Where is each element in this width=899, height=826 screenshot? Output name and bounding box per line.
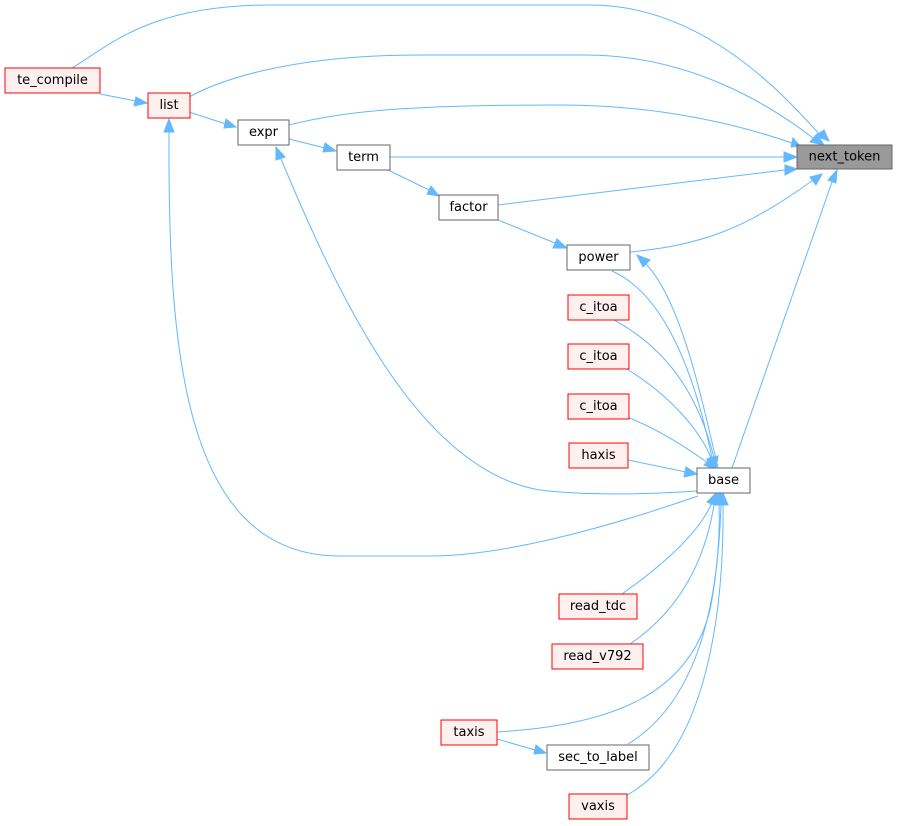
edge-list-to-next_token <box>188 54 814 139</box>
node-box-taxis <box>440 719 498 746</box>
node-box-c_itoa-1 <box>567 294 630 321</box>
edge-sec_to_label-to-base <box>627 504 722 745</box>
arrowhead-base-to-list <box>163 117 175 133</box>
node-factor[interactable]: factor <box>438 194 499 221</box>
arrowhead-term-to-factor <box>426 185 441 197</box>
arrowhead-power-to-next_token <box>809 173 823 186</box>
edge-base-to-list <box>168 130 699 557</box>
edge-c_itoa_3-to-base <box>626 416 709 464</box>
arrowhead-base-to-expr <box>275 145 286 161</box>
node-te_compile[interactable]: te_compile <box>4 67 101 94</box>
edge-term-to-factor <box>387 169 430 191</box>
arrowhead-list-to-expr <box>223 118 238 129</box>
node-box-expr <box>237 119 290 146</box>
node-label-read_v792: read_v792 <box>563 649 631 664</box>
node-label-c_itoa-3: c_itoa <box>579 399 617 414</box>
nodes-layer: next_token te_compile list expr term fac… <box>4 67 893 820</box>
edge-c_itoa_1-to-base <box>613 319 715 459</box>
node-label-te_compile: te_compile <box>17 73 88 88</box>
node-box-factor <box>438 194 499 221</box>
edge-expr-to-term <box>288 138 326 149</box>
node-label-factor: factor <box>449 200 488 215</box>
node-box-list <box>147 92 191 119</box>
arrowhead-factor-to-next_token <box>784 164 799 176</box>
node-label-read_tdc: read_tdc <box>570 599 626 614</box>
edge-c_itoa_2-to-base <box>624 367 713 461</box>
node-box-power <box>566 244 631 271</box>
edge-read_tdc-to-base <box>621 502 713 595</box>
arrowhead-te_compile-to-list <box>133 96 149 107</box>
edge-factor-to-next_token <box>497 169 786 206</box>
node-read_tdc[interactable]: read_tdc <box>558 593 638 620</box>
edge-list-to-expr <box>188 111 227 125</box>
node-label-base: base <box>708 473 739 488</box>
edge-expr-to-next_token <box>288 104 793 144</box>
node-label-term: term <box>348 150 379 165</box>
node-box-read_tdc <box>558 593 638 620</box>
node-box-term <box>336 144 391 171</box>
node-label-haxis: haxis <box>581 448 616 463</box>
edge-read_v792-to-base <box>629 504 715 645</box>
edge-factor-to-power <box>497 219 556 244</box>
node-label-vaxis: vaxis <box>581 799 615 814</box>
arrowhead-te_compile-to-next_token <box>813 129 830 142</box>
node-power[interactable]: power <box>566 244 631 271</box>
edge-te_compile-to-list <box>99 93 137 102</box>
edge-base-to-expr <box>280 158 698 495</box>
node-label-power: power <box>578 250 619 265</box>
arrowhead-haxis-to-base <box>683 466 699 478</box>
node-box-next_token <box>796 144 893 170</box>
node-sec_to_label[interactable]: sec_to_label <box>546 744 650 771</box>
node-term[interactable]: term <box>336 144 391 171</box>
edge-te_compile-to-next_token <box>71 4 821 136</box>
node-haxis[interactable]: haxis <box>568 442 629 469</box>
node-box-c_itoa-2 <box>567 343 630 370</box>
edges-layer <box>71 4 833 796</box>
node-expr[interactable]: expr <box>237 119 290 146</box>
arrowhead-vaxis-to-base <box>717 491 729 506</box>
node-label-taxis: taxis <box>453 725 484 740</box>
arrowhead-term-to-next_token <box>783 151 799 163</box>
node-list[interactable]: list <box>147 92 191 119</box>
arrowhead-taxis-to-sec_to_label <box>533 744 548 755</box>
node-read_v792[interactable]: read_v792 <box>551 643 644 670</box>
edge-power-to-next_token <box>629 179 814 253</box>
edge-vaxis-to-base <box>626 504 724 796</box>
edge-taxis-to-sec_to_label <box>496 738 536 751</box>
node-label-c_itoa-2: c_itoa <box>579 349 617 364</box>
edge-base-to-next_token <box>731 181 833 469</box>
arrowhead-expr-to-term <box>322 142 338 153</box>
node-c_itoa-3[interactable]: c_itoa <box>567 393 630 420</box>
node-c_itoa-1[interactable]: c_itoa <box>567 294 630 321</box>
node-label-list: list <box>159 98 178 113</box>
node-box-vaxis <box>568 793 628 820</box>
edge-base-to-power <box>645 263 719 469</box>
node-box-haxis <box>568 442 629 469</box>
node-next_token[interactable]: next_token <box>796 144 893 170</box>
arrows-layer <box>133 96 838 755</box>
node-box-base <box>696 467 751 494</box>
node-label-next_token: next_token <box>809 150 881 165</box>
arrowhead-c_itoa_3-to-base <box>703 457 716 470</box>
node-box-read_v792 <box>551 643 644 670</box>
arrowhead-base-to-power <box>635 254 651 268</box>
node-box-sec_to_label <box>546 744 650 771</box>
edge-haxis-to-base <box>627 459 687 473</box>
node-label-expr: expr <box>249 125 279 140</box>
node-c_itoa-2[interactable]: c_itoa <box>567 343 630 370</box>
node-base[interactable]: base <box>696 467 751 494</box>
node-box-te_compile <box>4 67 101 94</box>
arrowhead-factor-to-power <box>552 238 569 249</box>
node-taxis[interactable]: taxis <box>440 719 498 746</box>
node-label-c_itoa-1: c_itoa <box>579 300 617 315</box>
arrowhead-base-to-next_token <box>827 168 838 184</box>
node-box-c_itoa-3 <box>567 393 630 420</box>
node-label-sec_to_label: sec_to_label <box>558 750 637 765</box>
edge-power-to-base <box>611 270 713 459</box>
arrowhead-list-to-next_token <box>809 133 826 146</box>
node-vaxis[interactable]: vaxis <box>568 793 628 820</box>
